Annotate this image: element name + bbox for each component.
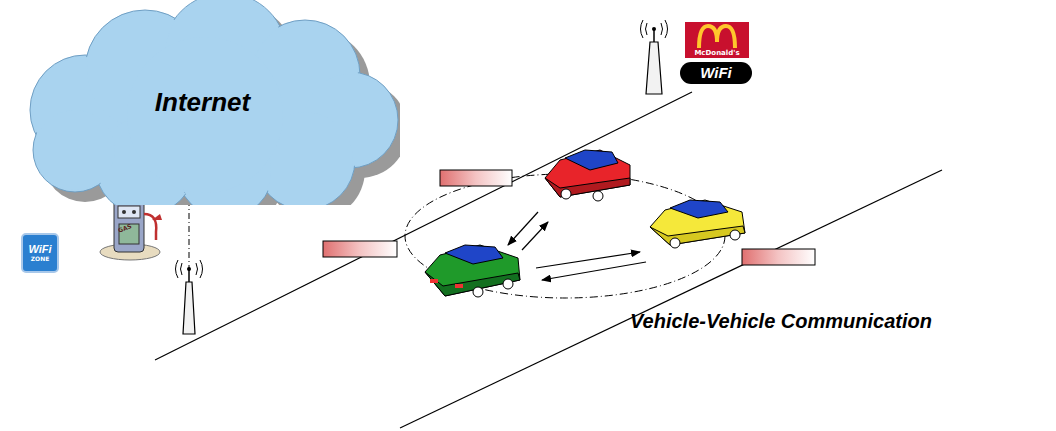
node-text: McDonald's <box>694 50 739 57</box>
wifi-badge: WiFi <box>680 62 752 84</box>
logo-node: McDonald's <box>685 22 749 58</box>
v2v-arrows <box>508 212 646 280</box>
road-edge <box>400 170 942 428</box>
antenna-tower <box>641 20 668 94</box>
caption-label: Vehicle-Vehicle Communication <box>630 310 932 333</box>
cloud-node: Internet <box>5 0 400 205</box>
empty-tag <box>323 241 397 257</box>
car <box>545 150 630 201</box>
empty-tag <box>440 170 512 186</box>
car <box>650 200 745 248</box>
node-text: WiFi <box>700 65 732 81</box>
wifi-zone-badge: WiFiZONE <box>21 233 59 273</box>
empty-tag <box>742 249 815 265</box>
car <box>425 245 520 297</box>
node-text: WiFi <box>28 244 51 256</box>
gas-pump <box>100 200 162 260</box>
node-text: Internet <box>155 89 250 116</box>
wired-link <box>189 200 190 272</box>
node-text: ZONE <box>31 256 50 262</box>
antenna-tower <box>176 260 203 334</box>
